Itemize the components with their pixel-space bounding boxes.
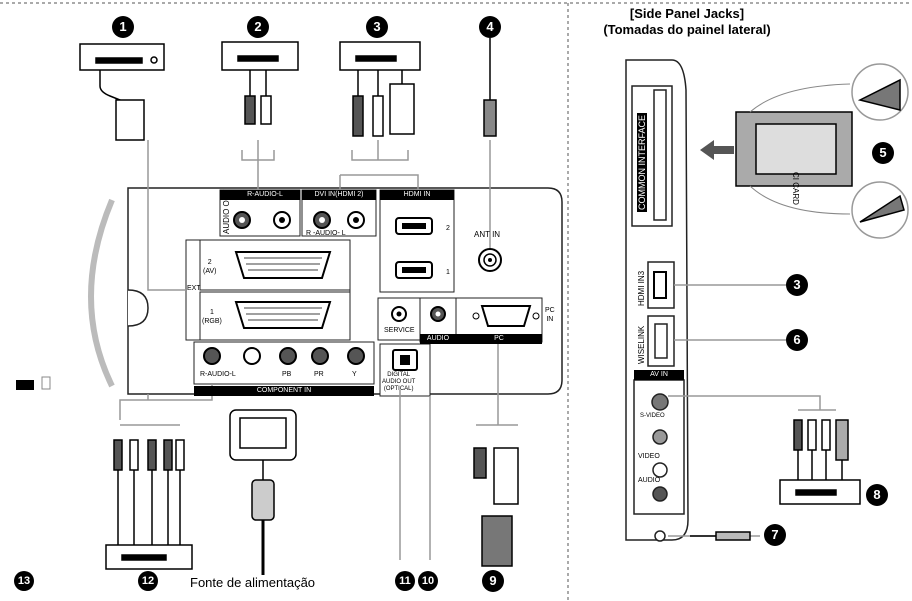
hdmi-1-label: 1 — [446, 269, 450, 276]
hdmi-in-label: HDMI IN — [380, 190, 454, 200]
callout-9: 9 — [482, 570, 504, 592]
ci-card-label: CI CARD — [791, 172, 800, 205]
pb-label: PB — [282, 371, 292, 378]
side-panel-title-pt: (Tomadas do painel lateral) — [603, 22, 771, 37]
ext-label: EXT — [187, 285, 201, 292]
callout-5: 5 — [872, 142, 894, 164]
video-label: VIDEO — [638, 453, 660, 460]
pr-label: PR — [314, 371, 324, 378]
lock-icon — [16, 376, 51, 390]
wiselink-label: WISELINK — [637, 325, 646, 364]
callout-2: 2 — [247, 16, 269, 38]
av-in-label: AV IN — [634, 370, 684, 380]
callout-6: 6 — [786, 329, 808, 351]
ant-in-jack — [478, 248, 502, 272]
audio-label: AUDIO — [420, 334, 456, 344]
digital-audio-block — [379, 343, 431, 397]
hdmi-in3-label: HDMI IN3 — [637, 270, 646, 306]
audio-out-label: AUDIO OUT — [222, 189, 231, 234]
callout-12: 12 — [138, 571, 158, 591]
common-interface-label: COMMON INTERFACE — [637, 112, 647, 212]
callout-3: 3 — [366, 16, 388, 38]
dvi-audio-label: R -AUDIO- L — [306, 230, 346, 237]
headphone-plug — [690, 531, 751, 541]
y-label: Y — [352, 371, 357, 378]
antenna-plug — [483, 38, 497, 137]
callout-4: 4 — [479, 16, 501, 38]
device-3 — [339, 41, 421, 137]
hdmi-2-label: 2 — [446, 225, 450, 232]
device-8 — [779, 419, 861, 505]
callout-13: 13 — [14, 571, 34, 591]
side-panel-title-en: [Side Panel Jacks] — [629, 6, 745, 21]
callout-1: 1 — [112, 16, 134, 38]
callout-11: 11 — [395, 571, 415, 591]
callout-3-side: 3 — [786, 274, 808, 296]
power-socket — [229, 409, 297, 575]
callout-10: 10 — [418, 571, 438, 591]
connection-lines — [119, 140, 518, 560]
device-1 — [79, 43, 165, 141]
s-video-label: S-VIDEO — [640, 413, 665, 419]
component-in-label: COMPONENT IN — [194, 386, 374, 396]
device-9 — [473, 447, 519, 567]
ci-card — [700, 63, 909, 239]
digital-audio-label: DIGITAL AUDIO OUT (OPTICAL) — [382, 372, 416, 392]
side-panel-title: [Side Panel Jacks] (Tomadas do painel la… — [572, 6, 802, 38]
device-2 — [221, 41, 299, 125]
power-caption: Fonte de alimentação — [190, 575, 316, 590]
service-label: SERVICE — [384, 327, 415, 334]
ant-in-label: ANT IN — [474, 230, 501, 239]
pc-label: PC — [456, 334, 542, 344]
hdmi-block — [379, 189, 455, 293]
audio-out-rl-label: R-AUDIO-L — [232, 190, 298, 200]
callout-7: 7 — [764, 524, 786, 546]
scart2-label: 2 (AV) — [203, 259, 217, 275]
side-panel — [625, 59, 689, 542]
device-12 — [105, 439, 193, 570]
dvi-in-label: DVI IN(HDMI 2) — [302, 190, 376, 200]
scart1-label: 1 (RGB) — [202, 309, 222, 325]
scart-block — [185, 239, 351, 341]
component-audio-label: R-AUDIO-L — [200, 371, 236, 378]
pc-in-label: PC IN — [545, 307, 555, 323]
side-audio-label: AUDIO — [638, 477, 661, 484]
callout-8: 8 — [866, 484, 888, 506]
